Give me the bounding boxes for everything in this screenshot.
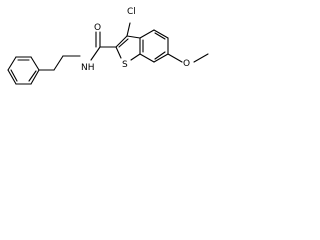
amide-group	[90, 31, 117, 61]
nh-label: NH	[81, 63, 95, 73]
ethyl-linker	[38, 55, 81, 71]
thiophene-ring	[115, 35, 141, 61]
fused-benzene-ring	[139, 29, 169, 63]
methoxy-o-label: O	[183, 59, 190, 69]
s-label: S	[122, 60, 128, 70]
cl-label: Cl	[127, 7, 136, 17]
phenyl-ring	[7, 56, 40, 85]
cl-bond	[126, 22, 131, 37]
molecule-diagram: NH O Cl S	[0, 0, 218, 94]
carbonyl-o-label: O	[94, 23, 101, 33]
methoxy-group	[167, 53, 209, 63]
structure-canvas: NH O Cl S	[7, 7, 209, 85]
